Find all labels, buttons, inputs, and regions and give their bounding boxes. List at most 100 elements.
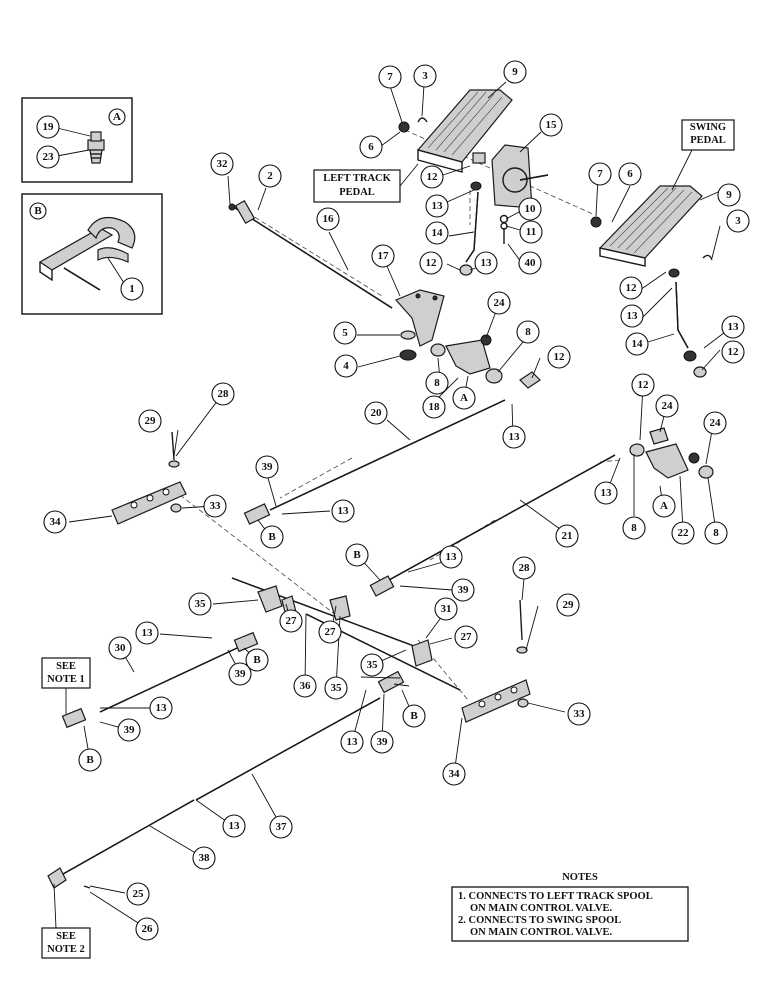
control-rod-30 [61, 631, 259, 729]
part-number-7: 7 [387, 71, 393, 83]
see-note-2-callout: SEE NOTE 2 [41, 883, 91, 959]
grease-fitting-part [87, 131, 105, 164]
part-number-31: 31 [441, 603, 452, 615]
part-number-7: 7 [597, 168, 603, 180]
part-number-28: 28 [218, 388, 230, 400]
see-note-1-callout: SEE NOTE 1 [41, 657, 91, 714]
part-number-34: 34 [449, 768, 461, 780]
pivot-shaft-upper [231, 577, 431, 653]
part-number-39: 39 [377, 736, 389, 748]
part-number-27: 27 [286, 615, 298, 627]
part-number-36: 36 [300, 680, 312, 692]
part-number-34: 34 [50, 516, 62, 528]
part-number-28: 28 [519, 562, 531, 574]
part-number-13: 13 [728, 321, 740, 333]
part-number-30: 30 [115, 642, 127, 654]
part-number-14: 14 [632, 338, 644, 350]
part-number-35: 35 [195, 598, 207, 610]
part-number-39: 39 [262, 461, 274, 473]
left-track-pedal-line2: PEDAL [339, 187, 375, 198]
part-number-3: 3 [735, 215, 741, 227]
part-number-13: 13 [627, 310, 639, 322]
part-number-37: 37 [276, 821, 288, 833]
part-number-13: 13 [229, 820, 241, 832]
part-number-bubbles: 19 23 1 7 3 9 6 15 32 2 12 13 16 7 6 9 1… [36, 60, 750, 941]
part-number-8: 8 [713, 527, 719, 539]
part-number-11: 11 [526, 226, 536, 238]
part-number-27: 27 [325, 626, 337, 638]
part-number-39: 39 [124, 724, 136, 736]
part-number-33: 33 [210, 500, 222, 512]
part-number-38: 38 [199, 852, 211, 864]
part-number-12: 12 [426, 257, 438, 269]
part-number-23: 23 [43, 151, 55, 163]
part-number-25: 25 [133, 888, 145, 900]
detail-ref-a: A [460, 392, 468, 404]
see-note-1-line2: NOTE 1 [47, 674, 85, 685]
part-number-40: 40 [525, 257, 537, 269]
control-rod-37 [195, 670, 405, 801]
guide-plate-upper [111, 431, 187, 525]
detail-ref-b: B [353, 549, 361, 561]
guide-plate-lower [461, 599, 531, 723]
notes-line4: ON MAIN CONTROL VALVE. [470, 927, 613, 938]
part-number-15: 15 [546, 119, 558, 131]
swing-pedal-part [598, 185, 703, 267]
part-number-12: 12 [728, 346, 740, 358]
inset-a: A [21, 97, 133, 183]
see-note-1-line1: SEE [56, 661, 76, 672]
part-number-13: 13 [509, 431, 521, 443]
part-number-16: 16 [323, 213, 335, 225]
part-number-18: 18 [429, 401, 441, 413]
part-number-14: 14 [432, 227, 444, 239]
control-rod-21 [369, 454, 616, 597]
support-bracket-part [394, 289, 445, 347]
part-number-26: 26 [142, 923, 154, 935]
part-number-13: 13 [338, 505, 350, 517]
part-number-2: 2 [267, 170, 273, 182]
part-number-12: 12 [638, 379, 650, 391]
part-number-12: 12 [427, 171, 439, 183]
nut-part [399, 349, 417, 361]
part-number-24: 24 [710, 417, 722, 429]
see-note-2-line1: SEE [56, 931, 76, 942]
pedal-link-right [675, 281, 707, 378]
part-number-1: 1 [129, 283, 135, 295]
left-track-pedal-line1: LEFT TRACK [323, 173, 391, 184]
notes-title: NOTES [562, 872, 598, 883]
part-number-21: 21 [562, 530, 573, 542]
pedal-hardware [398, 117, 713, 278]
part-number-39: 39 [235, 668, 247, 680]
part-number-24: 24 [494, 297, 506, 309]
left-track-pedal-callout: LEFT TRACK PEDAL [313, 163, 419, 203]
part-number-13: 13 [432, 200, 444, 212]
inset-a-tag: A [113, 111, 121, 123]
detail-ref-b: B [253, 654, 261, 666]
swing-pedal-line2: PEDAL [690, 135, 726, 146]
part-number-35: 35 [367, 659, 379, 671]
swing-pedal-callout: SWING PEDAL [671, 119, 735, 191]
pedal-link-left [459, 191, 479, 276]
part-number-13: 13 [446, 551, 458, 563]
washer-part [400, 330, 416, 340]
part-number-27: 27 [461, 631, 473, 643]
part-number-22: 22 [678, 527, 690, 539]
notes-line2: ON MAIN CONTROL VALVE. [470, 903, 613, 914]
bellcrank-lever-lower [629, 427, 714, 479]
part-number-5: 5 [342, 327, 348, 339]
part-number-20: 20 [371, 407, 383, 419]
part-number-29: 29 [145, 415, 157, 427]
detail-ref-a: A [660, 500, 668, 512]
part-number-12: 12 [554, 351, 566, 363]
leader-lines [68, 81, 734, 929]
detail-ref-b: B [410, 710, 418, 722]
pivot-shaft-lower [305, 595, 461, 691]
see-note-2-line2: NOTE 2 [47, 944, 85, 955]
part-number-8: 8 [631, 522, 637, 534]
part-number-33: 33 [574, 708, 586, 720]
clevis-pin-part [38, 216, 136, 291]
part-number-24: 24 [662, 400, 674, 412]
part-number-13: 13 [481, 257, 493, 269]
